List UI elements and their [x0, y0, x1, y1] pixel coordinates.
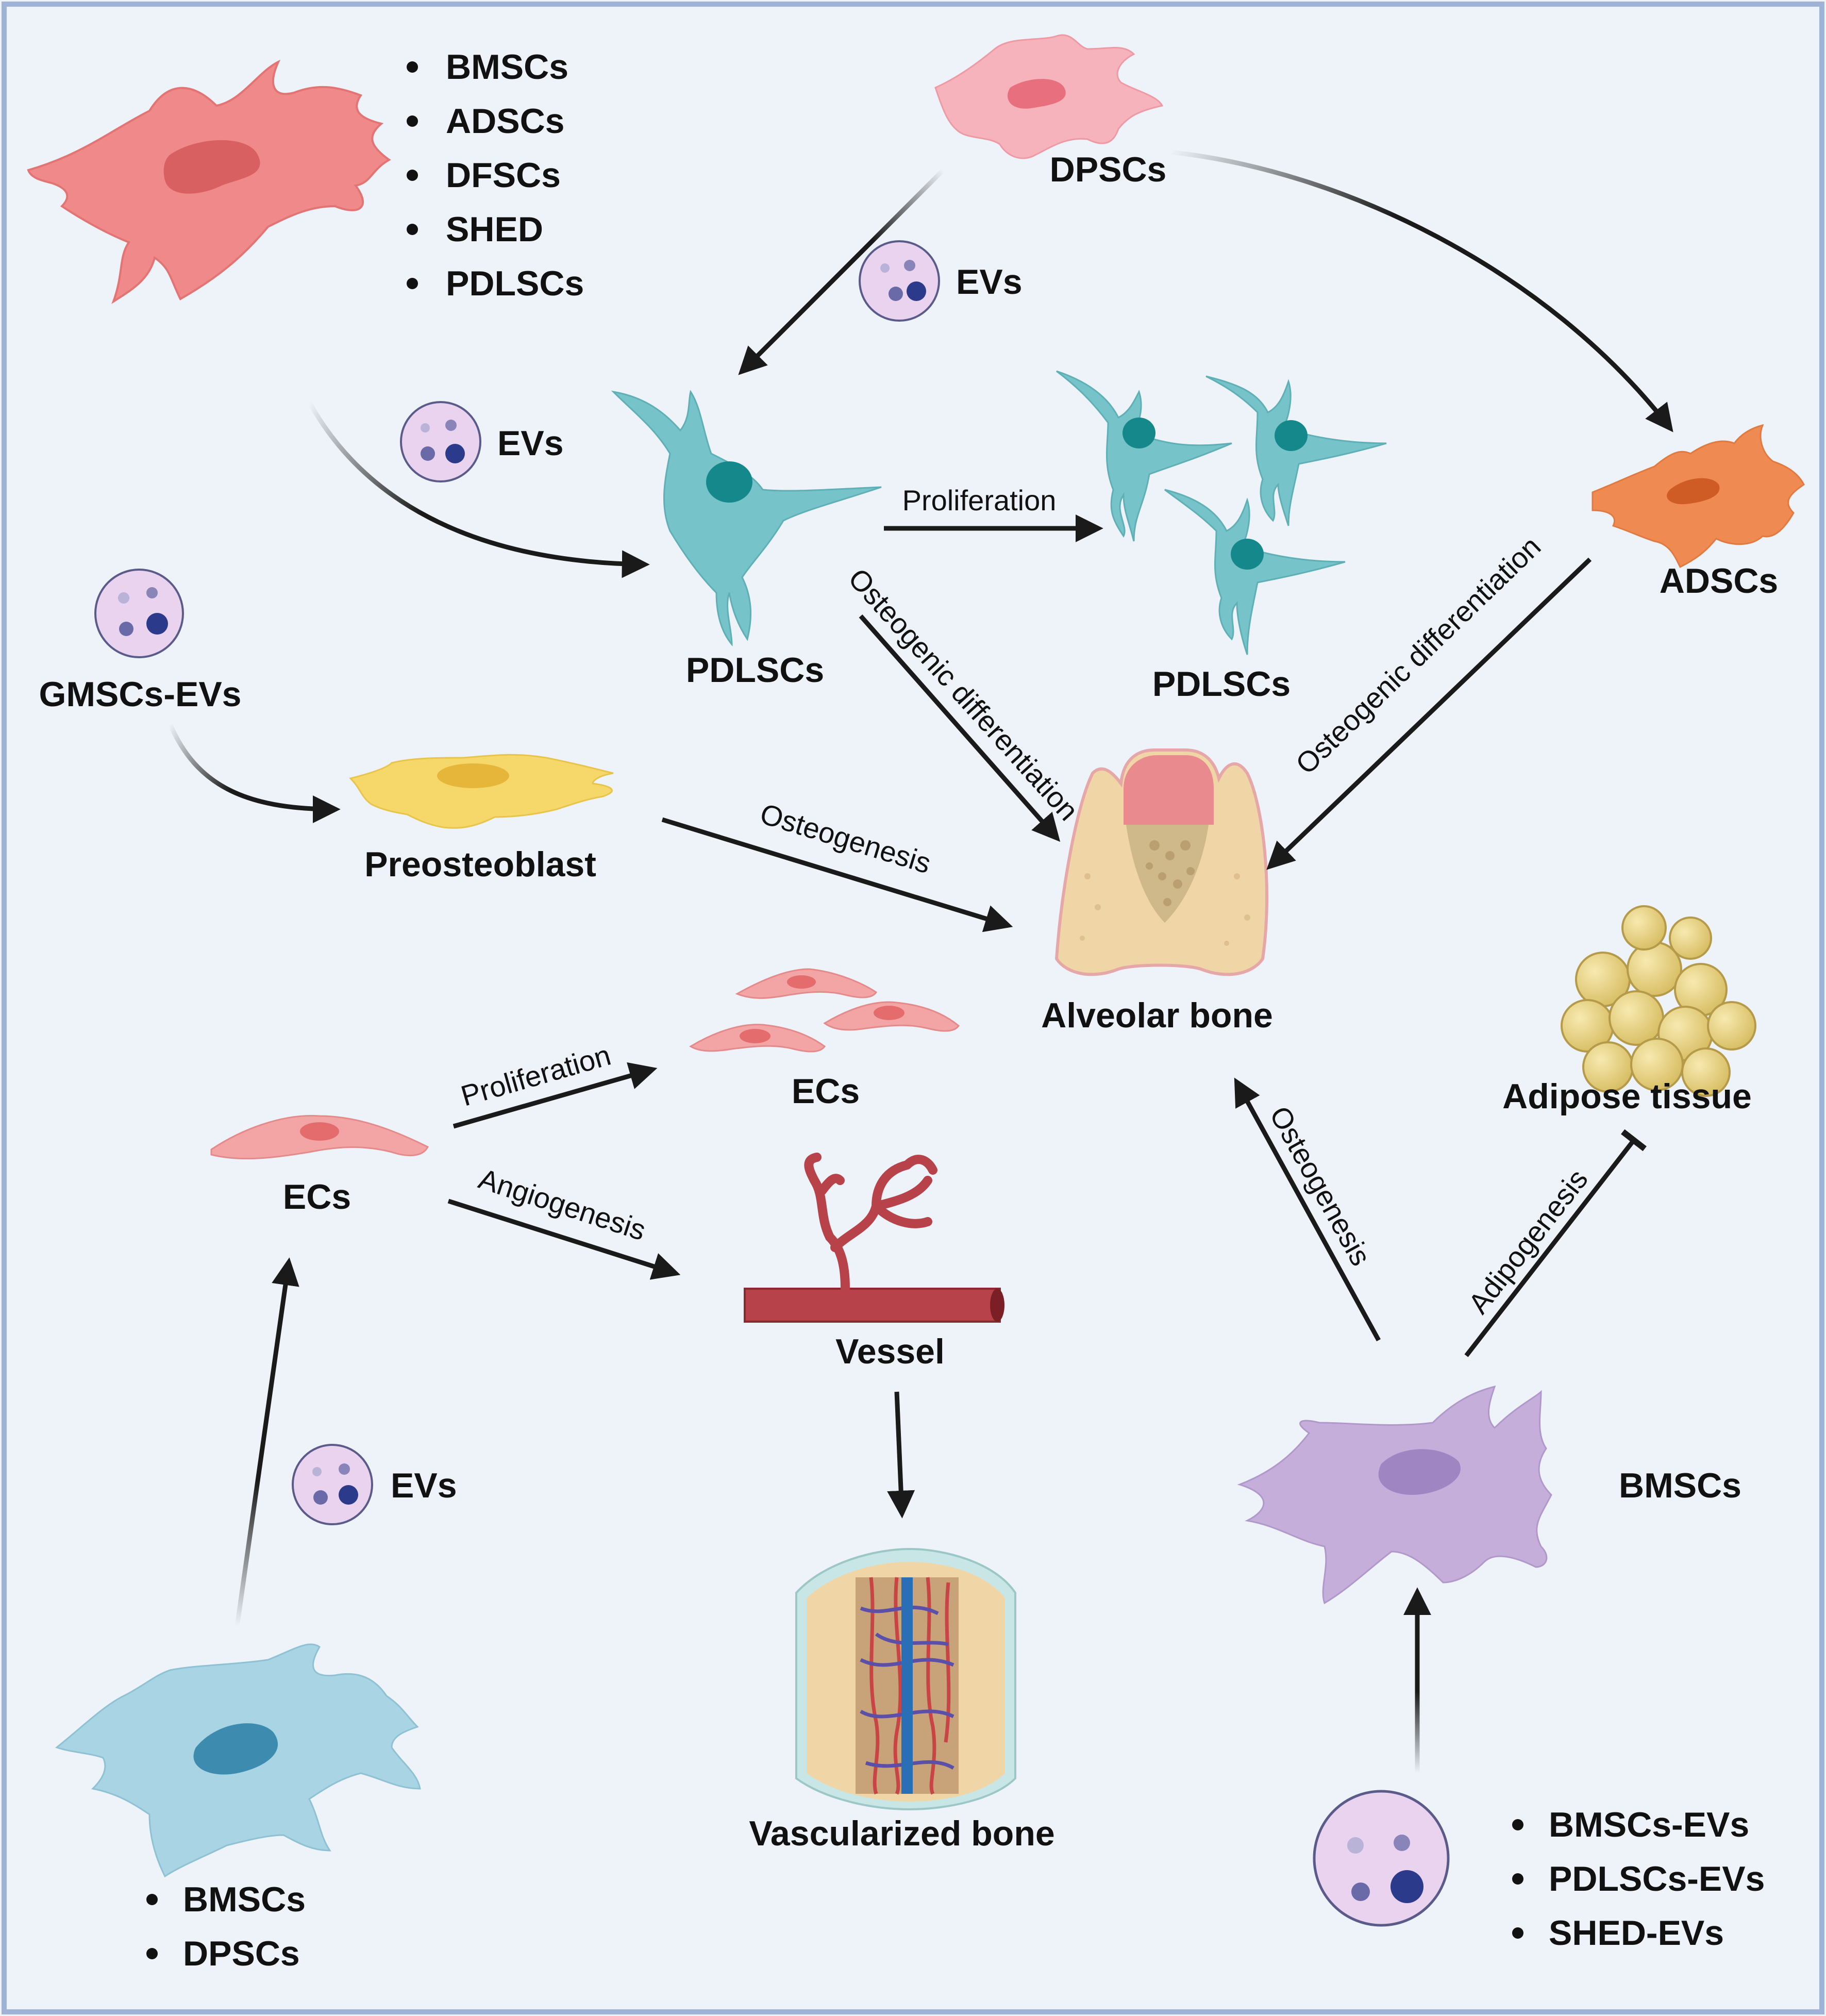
- arrow-preosteoblast-osteogenesis: [661, 817, 1013, 932]
- process-adipogenesis: Adipogenesis: [1462, 1163, 1594, 1320]
- list-item: PDLSCs: [446, 264, 584, 303]
- ev-vesicle-icon: [292, 1444, 373, 1525]
- label-pdlscs-proliferated: PDLSCs: [1152, 664, 1291, 704]
- preosteoblast-cell-icon: [349, 754, 614, 829]
- list-item: BMSCs: [446, 47, 568, 87]
- ec-cell-icon: [210, 1114, 429, 1160]
- bullet-icon: [1512, 1927, 1523, 1939]
- bullet-icon: [407, 170, 418, 181]
- ev-vesicle-icon: [94, 569, 184, 658]
- label-alveolar-bone: Alveolar bone: [1041, 996, 1273, 1035]
- ev-vesicle-icon: [400, 401, 481, 482]
- arrow-ec-angiogenesis: [447, 1198, 681, 1280]
- bullet-icon: [407, 115, 418, 127]
- label-adscs: ADSCs: [1660, 561, 1779, 601]
- list-item: BMSCs: [183, 1880, 306, 1919]
- alveolar-bone-icon: [1054, 748, 1269, 976]
- arrow-dpsc-to-adsc: [1169, 149, 1673, 432]
- arrow-evs-to-ec: [234, 1257, 299, 1627]
- process-osteogenesis: Osteogenesis: [757, 797, 935, 879]
- arrow-adsc-osteogenic: [1266, 557, 1592, 870]
- list-item: ADSCs: [446, 102, 565, 141]
- label-ecs: ECs: [283, 1177, 351, 1217]
- bullet-icon: [407, 61, 418, 73]
- process-osteogenic-differentiation: Osteogenic differentiation: [842, 562, 1085, 826]
- label-gmscs-evs: GMSCs-EVs: [39, 675, 242, 714]
- arrow-vessel-to-bone: [887, 1391, 915, 1519]
- bottom-right-ev-list: BMSCs-EVs PDLSCs-EVs SHED-EVs: [1512, 1805, 1765, 1953]
- red-stem-cell-icon: [27, 59, 391, 304]
- ec-group-icon: [689, 968, 960, 1053]
- pdlsc-cell-icon: [611, 390, 882, 647]
- label-dpscs: DPSCs: [1050, 150, 1167, 189]
- bottom-left-cell-list: BMSCs DPSCs: [146, 1880, 306, 1973]
- dpsc-cell-icon: [934, 34, 1164, 159]
- label-bmscs: BMSCs: [1619, 1466, 1741, 1505]
- label-ecs-proliferated: ECs: [792, 1072, 860, 1111]
- label-evs: EVs: [497, 424, 564, 463]
- label-adipose-tissue: Adipose tissue: [1502, 1077, 1752, 1116]
- arrow-ec-proliferation: [453, 1062, 658, 1129]
- ev-vesicle-icon: [1313, 1790, 1450, 1927]
- bullet-icon: [146, 1948, 158, 1959]
- process-angiogenesis: Angiogenesis: [475, 1162, 649, 1247]
- bullet-icon: [407, 224, 418, 235]
- vascularized-bone-icon: [795, 1547, 1016, 1811]
- vessel-icon: [744, 1153, 1004, 1323]
- bullet-icon: [146, 1894, 158, 1905]
- bmsc-cell-icon: [1237, 1385, 1552, 1605]
- label-evs: EVs: [391, 1466, 457, 1505]
- label-evs: EVs: [956, 262, 1023, 302]
- process-osteogenic-differentiation: Osteogenic differentiation: [1289, 530, 1547, 780]
- arrow-pdlsc-osteogenic: [859, 614, 1061, 842]
- inhibit-bmsc-adipogenesis: [1464, 1129, 1647, 1357]
- bullet-icon: [407, 278, 418, 289]
- top-left-cell-list: BMSCs ADSCs DFSCs SHED PDLSCs: [407, 47, 584, 303]
- process-proliferation: Proliferation: [902, 484, 1057, 517]
- bullet-icon: [1512, 1873, 1523, 1885]
- list-item: PDLSCs-EVs: [1549, 1859, 1765, 1898]
- list-item: BMSCs-EVs: [1549, 1805, 1749, 1844]
- list-item: DFSCs: [446, 156, 561, 195]
- list-item: DPSCs: [183, 1934, 300, 1973]
- arrow-bmsc-osteogenesis: [1234, 1077, 1381, 1342]
- list-item: SHED: [446, 210, 543, 249]
- adipose-tissue-icon: [1561, 905, 1756, 1097]
- ev-vesicle-icon: [859, 240, 940, 322]
- pdlsc-group-icon: [1056, 370, 1387, 655]
- process-osteogenesis: Osteogenesis: [1263, 1101, 1377, 1271]
- label-vascularized-bone: Vascularized bone: [749, 1814, 1054, 1853]
- arrow-mscs-to-pdlsc: [307, 401, 650, 578]
- label-vessel: Vessel: [835, 1332, 945, 1371]
- bullet-icon: [1512, 1819, 1523, 1830]
- blue-stem-cell-icon: [55, 1643, 421, 1878]
- arrow-gmsc-to-preosteoblast: [167, 723, 341, 823]
- label-preosteoblast: Preosteoblast: [364, 845, 596, 884]
- label-pdlscs: PDLSCs: [686, 651, 824, 690]
- adsc-cell-icon: [1592, 424, 1805, 569]
- list-item: SHED-EVs: [1549, 1913, 1724, 1953]
- arrow-dpsc-to-pdlsc: [738, 168, 945, 375]
